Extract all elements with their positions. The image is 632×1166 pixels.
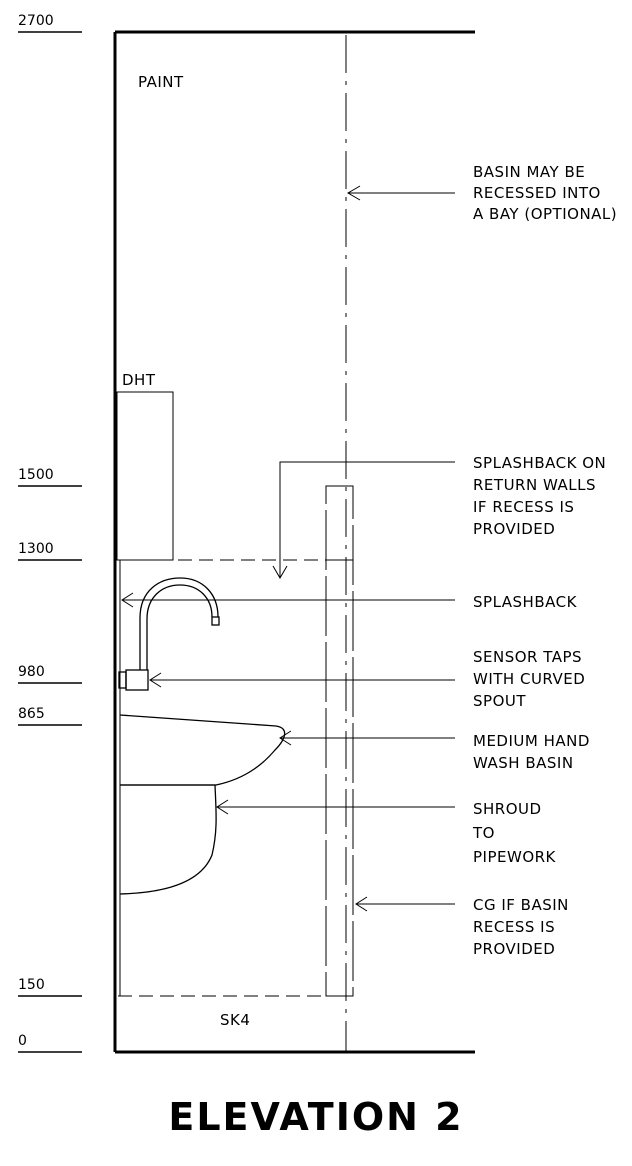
svg-text:RECESS IS: RECESS IS: [473, 918, 555, 936]
sk4-label: SK4: [220, 1011, 250, 1029]
level-1500: 1500: [18, 467, 54, 483]
pipework-shroud: [119, 784, 217, 895]
svg-text:A BAY (OPTIONAL): A BAY (OPTIONAL): [473, 205, 617, 223]
recess-bay: [325, 485, 354, 997]
annotation-cg: CG IF BASIN RECESS IS PROVIDED: [473, 896, 569, 958]
level-0: 0: [18, 1033, 27, 1049]
annotation-splashback: SPLASHBACK: [473, 593, 578, 611]
svg-text:WITH CURVED: WITH CURVED: [473, 670, 585, 688]
svg-text:WASH BASIN: WASH BASIN: [473, 754, 574, 772]
level-980: 980: [18, 664, 45, 680]
svg-text:IF RECESS IS: IF RECESS IS: [473, 498, 574, 516]
svg-text:PROVIDED: PROVIDED: [473, 520, 555, 538]
annotation-return-walls: SPLASHBACK ON RETURN WALLS IF RECESS IS …: [473, 454, 606, 538]
annotation-shroud: SHROUD TO PIPEWORK: [472, 800, 557, 866]
level-markers: 2700 1500 1300 980 865 150 0: [18, 13, 82, 1053]
paint-label: PAINT: [138, 73, 184, 91]
sensor-tap: [118, 577, 220, 691]
svg-text:SPLASHBACK: SPLASHBACK: [473, 593, 578, 611]
dht-box: [116, 391, 174, 561]
annotation-taps: SENSOR TAPS WITH CURVED SPOUT: [473, 648, 585, 710]
svg-text:RECESSED INTO: RECESSED INTO: [473, 184, 601, 202]
svg-text:BASIN MAY BE: BASIN MAY BE: [473, 163, 585, 181]
wash-basin: [119, 714, 286, 786]
level-150: 150: [18, 977, 45, 993]
svg-text:TO: TO: [472, 824, 495, 842]
svg-text:SPOUT: SPOUT: [473, 692, 526, 710]
svg-text:SPLASHBACK ON: SPLASHBACK ON: [473, 454, 606, 472]
drawing-title: ELEVATION 2: [168, 1095, 463, 1139]
annotation-basin: MEDIUM HAND WASH BASIN: [473, 732, 590, 772]
svg-text:PROVIDED: PROVIDED: [473, 940, 555, 958]
svg-text:SHROUD: SHROUD: [473, 800, 542, 818]
annotation-recess: BASIN MAY BE RECESSED INTO A BAY (OPTION…: [473, 163, 617, 223]
level-2700: 2700: [18, 13, 54, 29]
svg-text:MEDIUM HAND: MEDIUM HAND: [473, 732, 590, 750]
svg-text:SENSOR TAPS: SENSOR TAPS: [473, 648, 582, 666]
svg-text:PIPEWORK: PIPEWORK: [473, 848, 557, 866]
level-865: 865: [18, 706, 45, 722]
svg-text:CG IF BASIN: CG IF BASIN: [473, 896, 569, 914]
wall-outline: [113, 30, 475, 1054]
level-1300: 1300: [18, 541, 54, 557]
dht-label: DHT: [122, 371, 156, 389]
svg-text:RETURN WALLS: RETURN WALLS: [473, 476, 596, 494]
leader-arrows: [121, 185, 455, 912]
